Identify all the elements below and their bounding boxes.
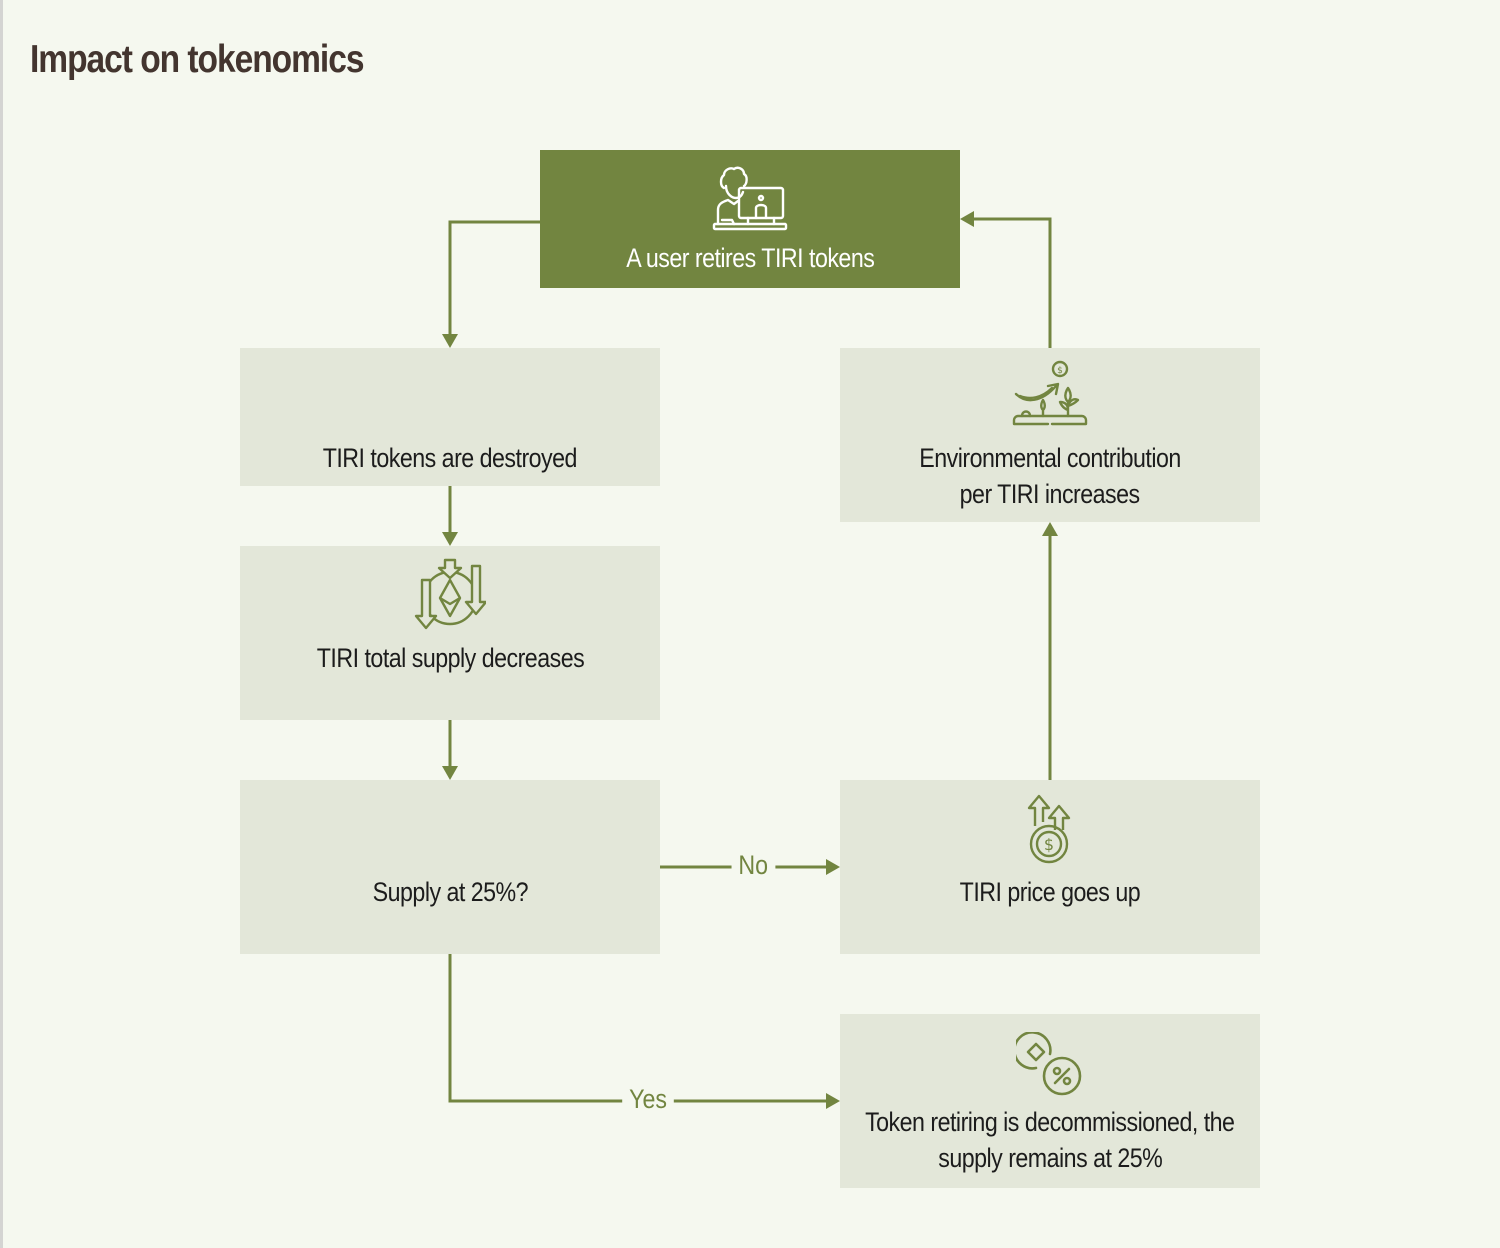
arrowhead-icon	[960, 211, 974, 227]
coin-arrows-up-icon: $	[1027, 794, 1071, 864]
node-environmental-contribution-line1: Environmental contribution	[919, 443, 1181, 473]
node-tokens-destroyed-label: TIRI tokens are destroyed	[322, 443, 578, 473]
page-title: Impact on tokenomics	[30, 38, 364, 81]
coin-percent-icon	[1016, 1032, 1082, 1096]
arrowhead-icon	[442, 766, 458, 780]
node-decommissioned-line2: supply remains at 25%	[937, 1143, 1163, 1173]
edge-env-to-retire	[972, 217, 1052, 348]
node-user-retires-label: A user retires TIRI tokens	[625, 243, 875, 273]
left-border	[0, 0, 3, 1248]
edge-retire-to-destroyed	[448, 220, 540, 336]
svg-text:$: $	[1057, 366, 1063, 376]
node-decision-supply-label: Supply at 25%?	[372, 877, 528, 907]
edge-label-no: No	[731, 850, 775, 881]
svg-text:$: $	[1044, 835, 1054, 854]
node-decommissioned-line1: Token retiring is decommissioned, the	[865, 1107, 1235, 1137]
node-tokens-destroyed: TIRI tokens are destroyed	[240, 348, 660, 486]
arrowhead-icon	[442, 532, 458, 546]
edge-decision-to-decommissioned	[448, 954, 828, 1103]
ethereum-arrows-down-icon	[414, 558, 486, 630]
node-user-retires: A user retires TIRI tokens	[540, 150, 960, 288]
node-decision-supply: Supply at 25%?	[240, 780, 660, 954]
node-price-goes-up: $ TIRI price goes up	[840, 780, 1260, 954]
node-price-goes-up-label: TIRI price goes up	[959, 877, 1141, 907]
arrowhead-icon	[442, 334, 458, 348]
arrowhead-icon	[826, 859, 840, 875]
node-environmental-contribution: $ Environmental contribution per TIRI in…	[840, 348, 1260, 522]
node-decommissioned: Token retiring is decommissioned, the su…	[840, 1014, 1260, 1188]
arrowhead-icon	[1042, 522, 1058, 536]
node-supply-decreases: TIRI total supply decreases	[240, 546, 660, 720]
node-supply-decreases-label: TIRI total supply decreases	[316, 643, 584, 673]
plant-growth-coin-icon: $	[1012, 360, 1088, 426]
user-at-computer-icon	[712, 166, 788, 231]
node-environmental-contribution-line2: per TIRI increases	[959, 479, 1141, 509]
edge-label-yes: Yes	[622, 1084, 674, 1115]
arrowhead-icon	[826, 1093, 840, 1109]
